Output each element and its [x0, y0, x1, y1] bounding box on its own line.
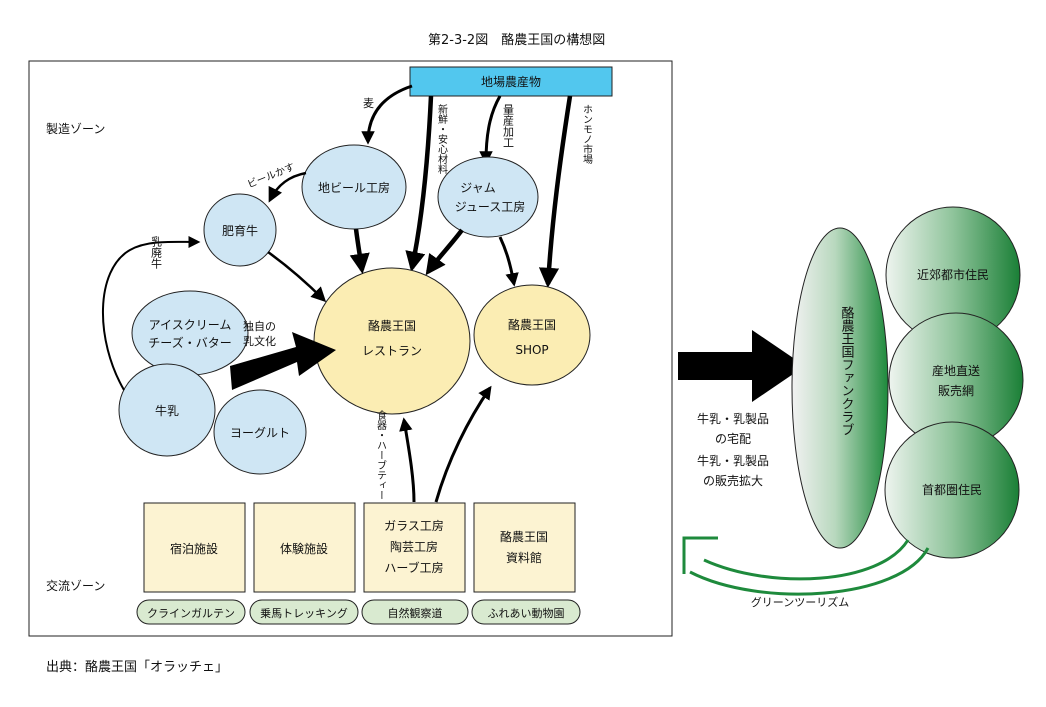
- direct-sales-label-2: 販売網: [938, 383, 974, 398]
- arrow-craft-to-restaurant: [399, 417, 416, 503]
- pill-klein-garten-label: クラインガルテン: [147, 607, 235, 620]
- arrow-milk-to-cattle: [101, 235, 201, 391]
- arrow-jam-to-restaurant: [425, 228, 464, 276]
- milk-node: [118, 363, 216, 457]
- arrow-produce-to-jam: [479, 95, 502, 165]
- metro-residents-label: 首都圏住民: [922, 483, 982, 497]
- pill-klein-garten: [136, 599, 246, 625]
- jam-label: ジャム: [460, 181, 495, 195]
- cheese-butter-label: チーズ・バター: [148, 335, 231, 350]
- genuine-market-label: ホンモノ市場: [581, 104, 593, 165]
- arrow-cattle-to-restaurant: [267, 250, 327, 303]
- delivery-text-4: の販売拡大: [703, 473, 763, 488]
- yogurt-label: ヨーグルト: [230, 426, 290, 440]
- local-produce-label: 地場農産物: [481, 74, 541, 89]
- wheat-label: 麦: [363, 97, 374, 110]
- arrow-jam-to-shop: [498, 236, 519, 287]
- arrow-produce-to-shop: [538, 95, 573, 289]
- restaurant-name-label: 酪農王国: [368, 318, 416, 333]
- jam-juice-workshop-node: [437, 156, 539, 238]
- local-produce-box: [409, 66, 613, 97]
- pill-horse-trekking: [249, 599, 359, 625]
- experience-facility-label: 体験施設: [280, 541, 328, 556]
- icecream-label: アイスクリーム: [149, 318, 232, 332]
- green-tourism-arrow-inner: [703, 539, 910, 581]
- milk-label: 牛乳: [155, 403, 179, 418]
- pottery-workshop-label: 陶芸工房: [390, 539, 438, 554]
- fresh-materials-label: 新鮮・安心材料: [436, 103, 448, 175]
- fattening-cattle-node: [203, 193, 277, 267]
- fanclub-label: 酪農王国ファンクラブ: [839, 305, 855, 436]
- zone-production-label: 製造ゾーン: [46, 122, 105, 136]
- delivery-text-2: の宅配: [715, 431, 751, 446]
- delivery-text-3: 牛乳・乳製品: [697, 453, 769, 468]
- juice-workshop-label: ジュース工房: [455, 199, 526, 214]
- restaurant-node: [313, 267, 471, 415]
- lodging-facility-label: 宿泊施設: [170, 541, 218, 556]
- zone-exchange-label: 交流ゾーン: [46, 578, 105, 593]
- shop-node: [473, 284, 591, 386]
- green-tourism-arrow-outer: [689, 547, 930, 596]
- arrow-beer-to-restaurant: [349, 228, 370, 275]
- beer-workshop-node: [301, 144, 407, 230]
- fattening-cattle-label: 肥育牛: [222, 223, 258, 238]
- mass-processing-label: 量産加工: [502, 104, 515, 148]
- metro-residents-node: [884, 421, 1020, 559]
- arrow-craft-to-shop: [434, 385, 492, 503]
- direct-sales-label-1: 産地直送: [932, 363, 980, 378]
- tableware-herbtea-label: 食器・ハーブティー: [375, 409, 387, 500]
- fanclub-node: [791, 227, 889, 549]
- arrow-produce-to-beer: [361, 84, 413, 145]
- pill-petting-zoo-label: ふれあい動物園: [488, 606, 565, 620]
- beer-workshop-label: 地ビール工房: [318, 180, 390, 195]
- arrow-dairy-to-restaurant: [230, 332, 336, 390]
- icecream-cheese-node: [131, 290, 249, 376]
- unique-culture-label-2: 乳文化: [243, 334, 276, 348]
- restaurant-label: レストラン: [362, 344, 422, 358]
- unique-culture-label-1: 独自の: [243, 320, 276, 333]
- diagram-title: 第2-3-2図 酪農王国の構想図: [428, 32, 605, 48]
- shop-label: SHOP: [515, 343, 548, 357]
- arrow-beer-to-cattle: [268, 171, 307, 203]
- experience-facility-box: [253, 502, 356, 593]
- arrow-to-fanclub: [678, 330, 805, 402]
- herb-workshop-label: ハーブ工房: [384, 560, 443, 575]
- pill-nature-trail-label: 自然観察道: [388, 606, 443, 620]
- pill-horse-trekking-label: 乗馬トレッキング: [260, 606, 348, 620]
- yogurt-node: [213, 389, 307, 475]
- suburban-residents-label: 近郊都市住民: [917, 267, 989, 282]
- pill-petting-zoo: [471, 599, 581, 625]
- source-note: 出典：酪農王国「オラッチェ」: [46, 659, 228, 675]
- green-tourism-arrowhead: [682, 536, 718, 574]
- craft-workshops-box: [363, 502, 466, 593]
- museum-name-label: 酪農王国: [500, 529, 548, 544]
- glass-workshop-label: ガラス工房: [384, 518, 444, 533]
- shop-name-label: 酪農王国: [508, 317, 556, 332]
- green-tourism-label: グリーンツーリズム: [751, 595, 849, 609]
- delivery-text-1: 牛乳・乳製品: [697, 411, 769, 426]
- lodging-facility-box: [143, 502, 246, 593]
- arrow-produce-to-restaurant-fresh: [405, 95, 434, 272]
- pill-nature-trail: [361, 599, 469, 625]
- cull-cow-label: 乳廃牛: [150, 236, 163, 270]
- museum-label: 資料館: [506, 550, 542, 565]
- museum-box: [473, 502, 576, 593]
